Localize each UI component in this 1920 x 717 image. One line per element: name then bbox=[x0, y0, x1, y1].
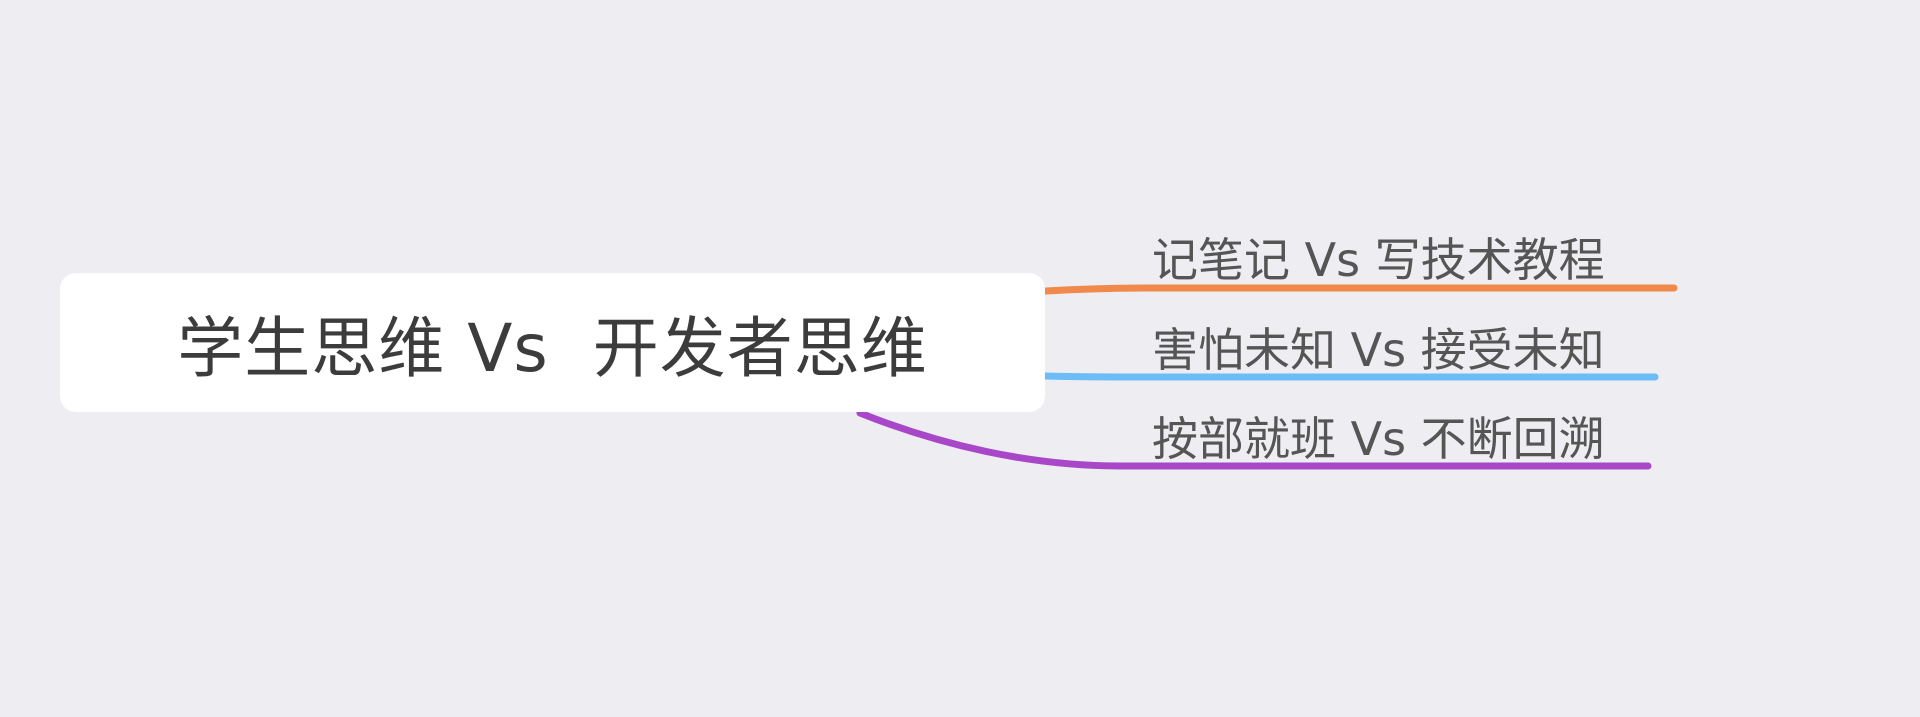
branch-connector-line bbox=[856, 409, 1652, 470]
root-topic-node[interactable]: 学生思维 Vs 开发者思维 bbox=[60, 273, 1045, 412]
branch-connector-line bbox=[1042, 372, 1659, 381]
branch-topic-label[interactable]: 按部就班 Vs 不断回溯 bbox=[1152, 412, 1605, 466]
branch-topic-label[interactable]: 记笔记 Vs 写技术教程 bbox=[1152, 233, 1605, 287]
branch-topic-label[interactable]: 害怕未知 Vs 接受未知 bbox=[1152, 323, 1605, 377]
branch-connector-line bbox=[1042, 284, 1678, 295]
root-topic-label: 学生思维 Vs 开发者思维 bbox=[177, 309, 928, 387]
